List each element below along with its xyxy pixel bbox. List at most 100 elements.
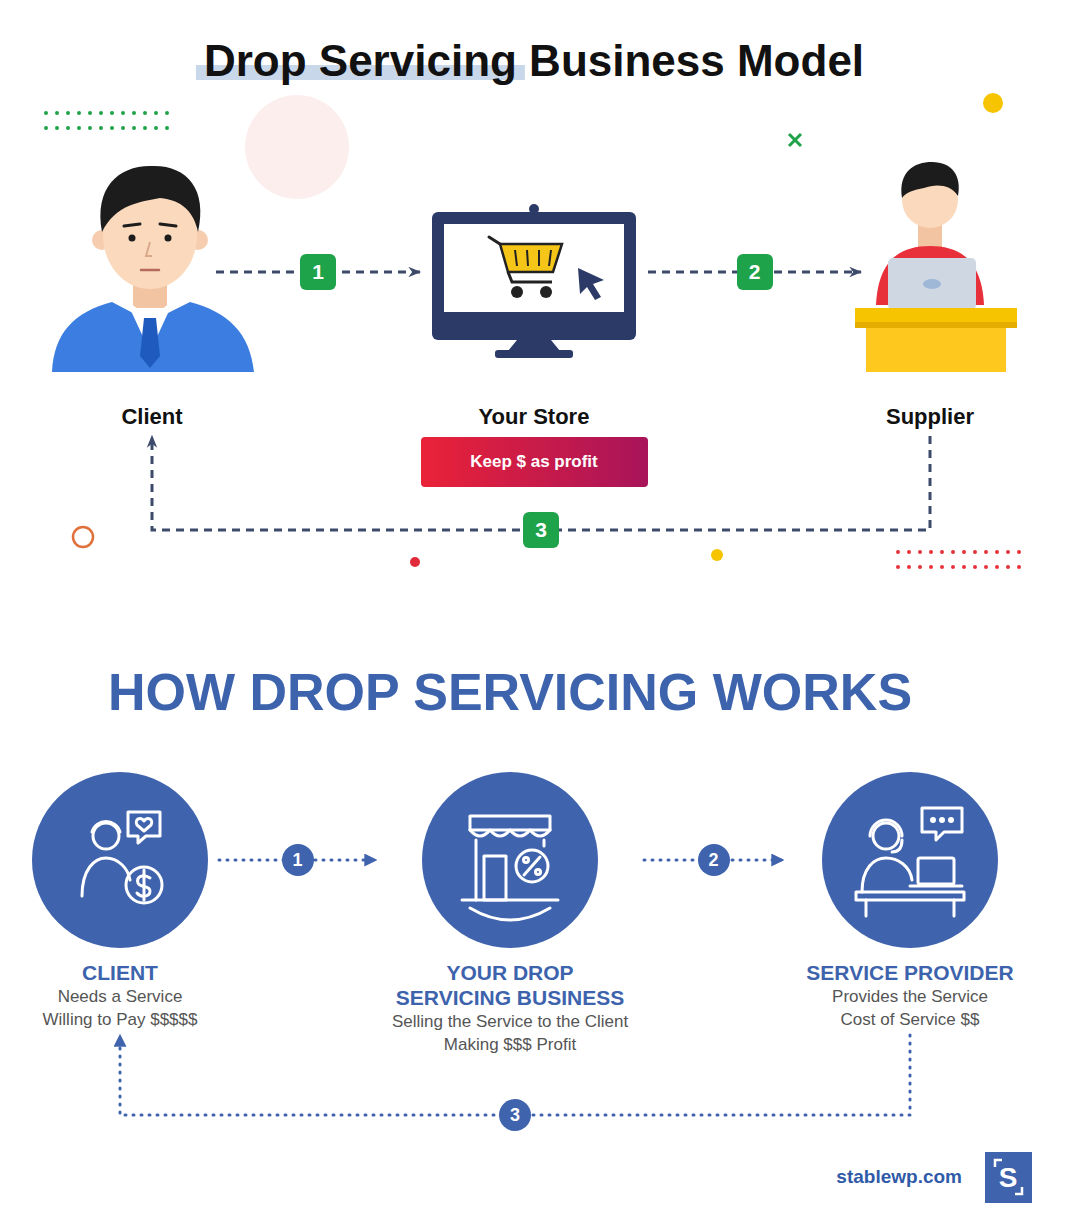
- store-icon: [470, 908, 550, 920]
- step-circle: [32, 772, 208, 948]
- store-illustration: [432, 212, 636, 340]
- supplier-illustration: [888, 258, 976, 310]
- step-circle: [32, 772, 998, 948]
- store-illustration: [432, 204, 636, 358]
- provider-icon: [856, 892, 964, 900]
- decoration: [73, 527, 93, 547]
- decoration: [46, 126, 168, 130]
- button-label: Keep $ as profit: [470, 452, 598, 472]
- diagram-title: Drop Servicing Business Model: [204, 36, 864, 87]
- decoration: [245, 95, 349, 199]
- client-illustration: [165, 235, 172, 242]
- provider-icon: [918, 858, 954, 884]
- store-icon: [462, 899, 558, 902]
- profit-button: Keep $ as profit: [421, 437, 648, 487]
- store-icon: [524, 857, 540, 875]
- node-label: Supplier: [886, 404, 974, 432]
- store-illustration: [515, 250, 517, 266]
- supplier-illustration: [866, 328, 1006, 372]
- supplier-illustration: [855, 322, 1017, 328]
- supplier-illustration: [923, 279, 941, 289]
- step-circle: [422, 772, 598, 948]
- step-number: 3: [499, 1099, 531, 1131]
- supplier-illustration: [855, 308, 1017, 324]
- client-illustration: [160, 224, 176, 226]
- node-label: Your Store: [479, 404, 590, 432]
- provider-icon: [873, 823, 899, 849]
- decoration: [46, 93, 1020, 567]
- client-icon: [92, 822, 120, 833]
- step-description: Needs a Service Willing to Pay $$$$$: [38, 985, 203, 1031]
- provider-icon: [953, 900, 956, 916]
- client-icon: [136, 818, 151, 831]
- provider-icon: [941, 819, 944, 822]
- website-url: stablewp.com: [836, 1166, 962, 1188]
- provider-icon: [862, 858, 912, 892]
- provider-step: SERVICE PROVIDERProvides the Service Cos…: [787, 772, 1033, 1031]
- store-illustration: [527, 250, 528, 266]
- client-illustration: [100, 166, 200, 232]
- store-illustration: [508, 272, 552, 282]
- decoration: [983, 93, 1003, 113]
- client-icon: [82, 858, 130, 896]
- store-icon: [516, 850, 548, 882]
- store-illustration: [500, 244, 562, 272]
- decoration: [898, 550, 1020, 554]
- store-illustration: [578, 268, 604, 300]
- provider-icon: [922, 808, 962, 840]
- store-illustration: [549, 250, 551, 266]
- provider-icon: [910, 885, 962, 888]
- decoration: [898, 565, 1020, 569]
- store-illustration: [444, 224, 624, 312]
- client-illustration: [52, 166, 254, 372]
- client-illustration: [146, 242, 152, 256]
- step-heading: YOUR DROP SERVICING BUSINESS: [391, 960, 629, 1010]
- decoration: [46, 111, 168, 115]
- provider-icon: [870, 820, 902, 836]
- logo-mark: [985, 1152, 1032, 1203]
- store-icon: [536, 870, 541, 875]
- business-step: YOUR DROP SERVICING BUSINESSSelling the …: [380, 772, 640, 1056]
- store-illustration: [489, 237, 500, 244]
- client-illustration: [124, 224, 140, 226]
- decoration: [789, 134, 801, 146]
- step-heading: SERVICE PROVIDER: [792, 960, 1028, 985]
- store-figure: Your Store: [424, 170, 644, 432]
- store-icon: [462, 816, 558, 920]
- store-icon: [484, 856, 506, 900]
- step-number: 1: [282, 844, 314, 876]
- client-illustration: [140, 318, 160, 368]
- section-heading: HOW DROP SERVICING WORKS: [108, 663, 912, 723]
- provider-icon: [865, 900, 868, 916]
- client-icon: [128, 812, 160, 843]
- provider-icon: [932, 819, 935, 822]
- logo-letter: S: [999, 1162, 1018, 1194]
- store-icon: [475, 840, 478, 900]
- step-number: 1: [300, 254, 336, 290]
- step-description: Provides the Service Cost of Service $$: [825, 985, 995, 1031]
- logo-mark: [985, 1152, 1032, 1203]
- step-circle: [822, 772, 998, 948]
- store-icon: [543, 840, 546, 846]
- provider-icon: [856, 808, 964, 916]
- store-illustration: [511, 286, 523, 298]
- client-icon: [93, 823, 119, 849]
- store-icon: [524, 858, 529, 863]
- store-icon: [470, 830, 550, 836]
- client-icon: [82, 812, 162, 903]
- store-illustration: [540, 286, 552, 298]
- client-figure: Client: [92, 170, 212, 432]
- client-illustration: [52, 302, 254, 372]
- step-number: 2: [698, 844, 730, 876]
- provider-icon: [950, 819, 953, 822]
- step-number: 3: [523, 512, 559, 548]
- store-illustration: [495, 350, 573, 358]
- store-illustration: [508, 340, 560, 351]
- step-number: 2: [737, 254, 773, 290]
- client-illustration: [141, 269, 159, 272]
- supplier-figure: Supplier: [865, 170, 995, 432]
- client-step: CLIENTNeeds a Service Willing to Pay $$$…: [25, 772, 215, 1031]
- step-description: Selling the Service to the Client Making…: [385, 1010, 635, 1056]
- decoration: [789, 134, 801, 146]
